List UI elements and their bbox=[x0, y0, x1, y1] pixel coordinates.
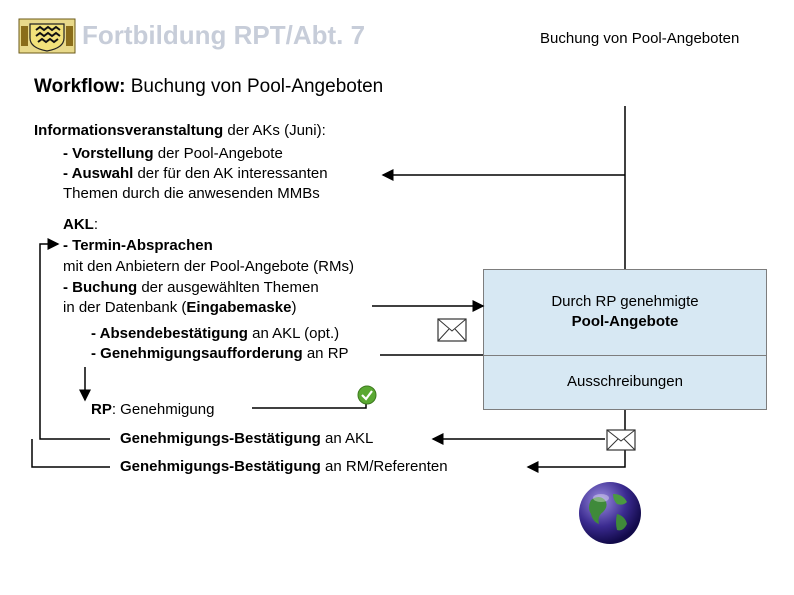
confirmation-akl-rest: an AKL bbox=[320, 430, 374, 447]
akl-line4: in der Datenbank (Eingabemaske) bbox=[63, 298, 296, 318]
akl-line6-bold: - Genehmigungsaufforderung bbox=[91, 345, 303, 362]
akl-line4-bold: Eingabemaske bbox=[186, 299, 292, 316]
header-subtitle: Buchung von Pool-Angeboten bbox=[540, 30, 740, 47]
coat-of-arms-icon bbox=[18, 18, 76, 54]
akl-line6-rest: an RP bbox=[302, 345, 349, 362]
header-title: Fortbildung RPT/Abt. 7 bbox=[82, 20, 366, 50]
akl-line1-bold: - Termin-Absprachen bbox=[63, 237, 213, 254]
approved-offers-line2-bold: Pool-Angebote bbox=[571, 313, 679, 330]
confirmation-rm-rest: an RM/Referenten bbox=[320, 458, 448, 475]
akl-line5-rest: an AKL (opt.) bbox=[247, 325, 340, 342]
akl-line4-post: ) bbox=[291, 299, 297, 316]
info-event-heading: Informationsveranstaltung der AKs (Juni)… bbox=[34, 121, 326, 141]
info-event-line2: - Auswahl der für den AK interessanten bbox=[63, 164, 328, 184]
info-event-line2-rest: der für den AK interessanten bbox=[133, 165, 328, 182]
confirmation-rm: Genehmigungs-Bestätigung an RM/Referente… bbox=[120, 457, 448, 477]
tenders-label: Ausschreibungen bbox=[567, 373, 683, 390]
confirmation-akl: Genehmigungs-Bestätigung an AKL bbox=[120, 429, 373, 449]
akl-line5: - Absendebestätigung an AKL (opt.) bbox=[91, 324, 339, 344]
confirmation-rm-bold: Genehmigungs-Bestätigung bbox=[120, 458, 321, 475]
akl-line6: - Genehmigungsaufforderung an RP bbox=[91, 344, 349, 364]
rp-label-bold: RP bbox=[91, 401, 112, 418]
approved-offers-line1: Durch RP genehmigte bbox=[551, 293, 699, 310]
envelope-icon bbox=[437, 318, 467, 342]
akl-line5-bold: - Absendebestätigung bbox=[91, 325, 248, 342]
akl-line1: - Termin-Absprachen bbox=[63, 236, 213, 256]
workflow-label: Workflow: bbox=[34, 76, 126, 97]
tenders-box: Ausschreibungen bbox=[483, 355, 767, 410]
akl-line3-rest: der ausgewählten Themen bbox=[137, 279, 319, 296]
info-event-line1: - Vorstellung der Pool-Angebote bbox=[63, 144, 283, 164]
akl-line3-bold: - Buchung bbox=[63, 279, 138, 296]
akl-line4-pre: in der Datenbank ( bbox=[63, 299, 187, 316]
workflow-title-text: Buchung von Pool-Angeboten bbox=[125, 76, 384, 97]
workflow-title: Workflow: Buchung von Pool-Angeboten bbox=[34, 76, 383, 98]
akl-heading: AKL: bbox=[63, 215, 98, 235]
globe-icon bbox=[577, 480, 643, 546]
info-event-line3: Themen durch die anwesenden MMBs bbox=[63, 185, 320, 202]
envelope-icon-2 bbox=[606, 429, 636, 451]
checkmark-icon bbox=[357, 385, 377, 405]
akl-line3: - Buchung der ausgewählten Themen bbox=[63, 278, 319, 298]
info-event-line1-rest: der Pool-Angebote bbox=[153, 145, 283, 162]
info-event-line1-bold: - Vorstellung bbox=[63, 145, 154, 162]
confirmation-akl-bold: Genehmigungs-Bestätigung bbox=[120, 430, 321, 447]
info-event-heading-rest: der AKs (Juni): bbox=[223, 122, 326, 139]
akl-heading-bold: AKL bbox=[63, 216, 94, 233]
akl-heading-rest: : bbox=[93, 216, 98, 233]
rp-approval: RP: Genehmigung bbox=[91, 400, 214, 420]
info-event-heading-bold: Informationsveranstaltung bbox=[34, 122, 224, 139]
rp-label-rest: : Genehmigung bbox=[111, 401, 215, 418]
approved-offers-line2: Pool-Angebote bbox=[484, 312, 766, 332]
info-event-line2-bold: - Auswahl bbox=[63, 165, 134, 182]
approved-offers-label: Durch RP genehmigte Pool-Angebote bbox=[484, 292, 766, 332]
approved-offers-box: Durch RP genehmigte Pool-Angebote bbox=[483, 269, 767, 356]
akl-line2: mit den Anbietern der Pool-Angebote (RMs… bbox=[63, 258, 354, 275]
